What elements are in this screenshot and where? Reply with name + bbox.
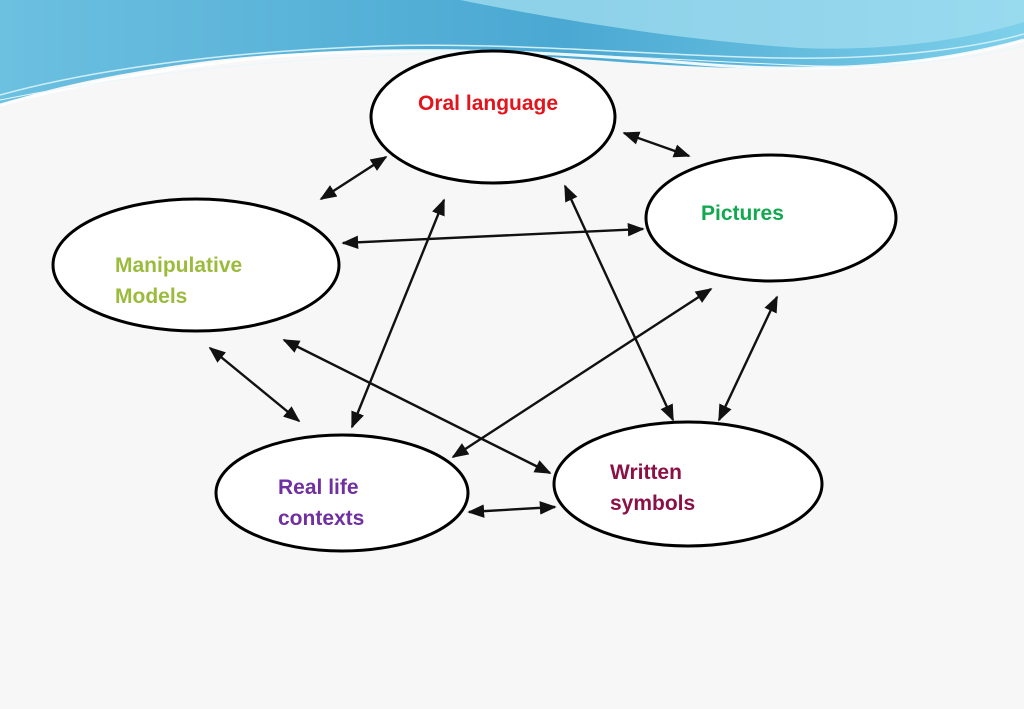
node-ellipse <box>552 420 824 548</box>
arrow-pictures-manipulative <box>341 222 645 250</box>
arrow-oral-pictures <box>622 131 691 158</box>
node-ellipse <box>644 153 898 283</box>
arrow-oral-manipulative <box>319 155 388 201</box>
node-pictures: Pictures <box>644 153 898 283</box>
node-ellipse <box>51 197 341 333</box>
node-label-line: contexts <box>278 507 364 530</box>
node-label-written: Written symbols <box>610 461 695 515</box>
node-label-line: Models <box>115 285 187 308</box>
node-label-line: Oral language <box>418 92 558 115</box>
node-label-line: Pictures <box>701 202 784 225</box>
node-label-pictures: Pictures <box>701 202 784 225</box>
node-oral: Oral language <box>369 49 617 185</box>
node-written: Written symbols <box>552 420 824 548</box>
arrow-pictures-written <box>717 295 779 422</box>
node-label-reallife: Real life contexts <box>278 476 364 530</box>
arrow-manipulative-reallife <box>208 346 301 423</box>
node-label-line: Written <box>610 461 682 484</box>
node-ellipse <box>214 433 470 553</box>
arrow-oral-reallife <box>350 198 446 429</box>
connections <box>208 131 779 518</box>
node-reallife: Real life contexts <box>214 433 470 553</box>
arrow-reallife-written <box>467 501 557 518</box>
node-label-oral: Oral language <box>418 92 558 115</box>
node-label-line: symbols <box>610 492 695 515</box>
node-label-line: Manipulative <box>115 254 242 277</box>
arrow-manipulative-written <box>282 338 552 475</box>
node-ellipse <box>369 49 617 185</box>
node-label-line: Real life <box>278 476 359 499</box>
